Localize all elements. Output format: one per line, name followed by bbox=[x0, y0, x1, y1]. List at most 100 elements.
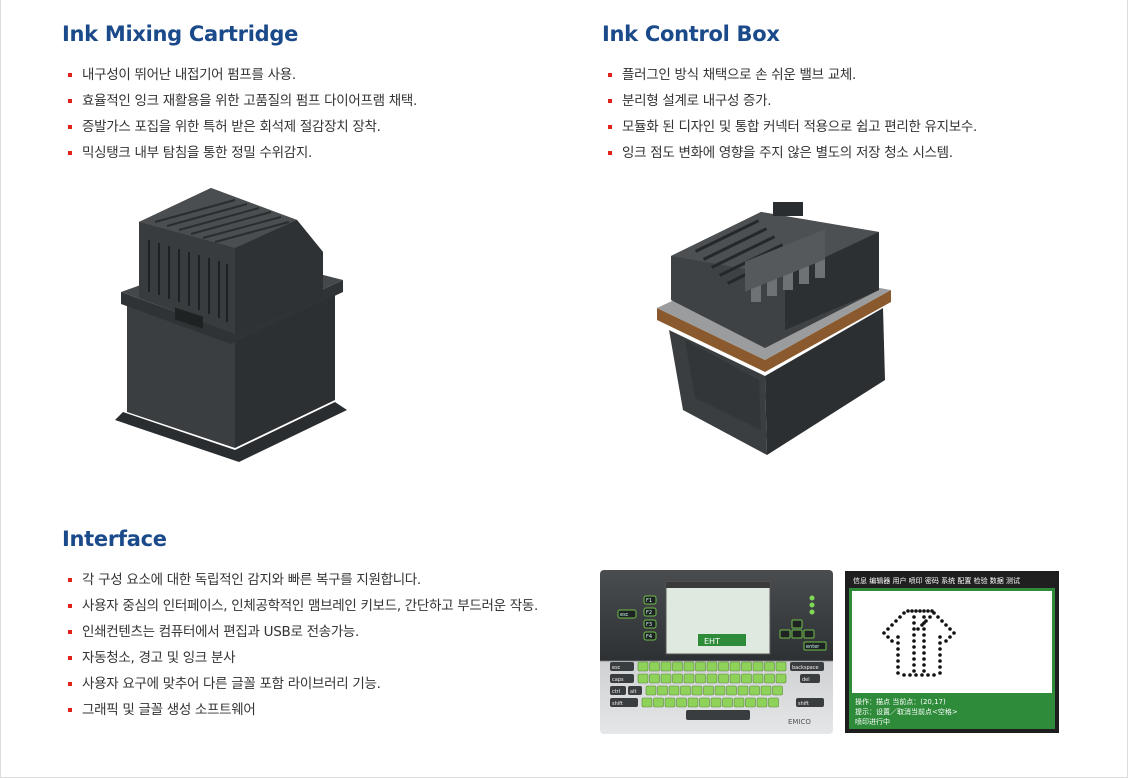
membrane-key[interactable] bbox=[691, 685, 703, 696]
membrane-key[interactable] bbox=[726, 685, 737, 696]
shift-key-label[interactable]: shift bbox=[612, 701, 623, 707]
shift-right-key-label[interactable]: shift bbox=[798, 701, 809, 707]
bullet-icon bbox=[68, 125, 72, 129]
list-item: 플러그인 방식 채택으로 손 쉬운 밸브 교체. bbox=[602, 62, 977, 88]
list-item: 내구성이 뛰어난 내접기어 펌프를 사용. bbox=[62, 62, 417, 88]
membrane-key[interactable] bbox=[683, 673, 695, 684]
membrane-key[interactable] bbox=[760, 685, 772, 696]
membrane-key[interactable] bbox=[775, 661, 787, 672]
membrane-key[interactable] bbox=[672, 661, 683, 672]
section-interface: Interface 각 구성 요소에 대한 독립적인 감지와 빠른 복구를 지원… bbox=[62, 527, 538, 723]
membrane-key[interactable] bbox=[768, 697, 779, 708]
membrane-key[interactable] bbox=[718, 673, 729, 684]
del-key-label[interactable]: del bbox=[802, 677, 810, 683]
membrane-key[interactable] bbox=[729, 673, 741, 684]
section-title: Ink Control Box bbox=[602, 22, 780, 46]
lcd-status-line-2: 提示：设置／取消当前点<空格> bbox=[855, 708, 958, 716]
membrane-key[interactable] bbox=[660, 673, 672, 684]
membrane-key[interactable] bbox=[645, 685, 657, 696]
membrane-key[interactable] bbox=[687, 697, 699, 708]
membrane-key[interactable] bbox=[695, 673, 706, 684]
lcd-display: 信息 编辑器 用户 喷印 密码 系统 配置 检验 数据 测试 bbox=[849, 575, 1055, 729]
esc-key-label[interactable]: esc bbox=[620, 612, 629, 618]
esc-key-label-2[interactable]: esc bbox=[612, 665, 621, 671]
membrane-key[interactable] bbox=[641, 697, 653, 708]
membrane-key[interactable] bbox=[775, 673, 787, 684]
membrane-key[interactable] bbox=[729, 661, 741, 672]
feature-list: 각 구성 요소에 대한 독립적인 감지와 빠른 복구를 지원합니다. 사용자 중… bbox=[62, 567, 538, 723]
membrane-key[interactable] bbox=[741, 661, 752, 672]
membrane-key[interactable] bbox=[706, 661, 718, 672]
section-ink-mixing-cartridge: Ink Mixing Cartridge 내구성이 뛰어난 내접기어 펌프를 사… bbox=[62, 22, 417, 166]
f1-key-label[interactable]: F1 bbox=[646, 598, 652, 604]
membrane-key[interactable] bbox=[741, 673, 752, 684]
ink-control-box-image bbox=[657, 202, 891, 455]
bullet-icon bbox=[68, 604, 72, 608]
membrane-key[interactable] bbox=[749, 685, 760, 696]
bullet-icon bbox=[608, 125, 612, 129]
membrane-key[interactable] bbox=[703, 685, 714, 696]
membrane-key[interactable] bbox=[649, 673, 660, 684]
bullet-icon bbox=[68, 73, 72, 77]
list-item: 증발가스 포집을 위한 특허 받은 회석제 절감장치 장착. bbox=[62, 114, 417, 140]
membrane-key[interactable] bbox=[668, 685, 680, 696]
backspace-key-label[interactable]: backspace bbox=[792, 665, 819, 671]
membrane-key[interactable] bbox=[745, 697, 756, 708]
membrane-key[interactable] bbox=[764, 661, 775, 672]
membrane-key[interactable] bbox=[660, 661, 672, 672]
list-item: 사용자 요구에 맞추어 다른 글꼴 포함 라이브러리 기능. bbox=[62, 671, 538, 697]
membrane-key[interactable] bbox=[764, 673, 775, 684]
membrane-key[interactable] bbox=[752, 661, 764, 672]
lcd-screen-image: 信息 编辑器 用户 喷印 密码 系统 配置 检验 数据 测试 bbox=[845, 571, 1059, 733]
f3-key-label[interactable]: F3 bbox=[646, 622, 652, 628]
bullet-icon bbox=[608, 73, 612, 77]
membrane-key[interactable] bbox=[714, 685, 726, 696]
list-item: 각 구성 요소에 대한 독립적인 감지와 빠른 복구를 지원합니다. bbox=[62, 567, 538, 593]
bullet-icon bbox=[68, 708, 72, 712]
membrane-key[interactable] bbox=[772, 685, 783, 696]
bullet-icon bbox=[68, 656, 72, 660]
list-item: 믹싱탱크 내부 탐침을 통한 정밀 수위감지. bbox=[62, 140, 417, 166]
membrane-key[interactable] bbox=[672, 673, 683, 684]
membrane-key[interactable] bbox=[695, 661, 706, 672]
bullet-icon bbox=[608, 151, 612, 155]
list-item: 그래픽 및 글꼴 생성 소프트웨어 bbox=[62, 697, 538, 723]
membrane-key[interactable] bbox=[733, 697, 745, 708]
bullet-icon bbox=[68, 578, 72, 582]
shirt-dot-icon bbox=[882, 609, 956, 677]
membrane-key[interactable] bbox=[664, 697, 676, 708]
list-item: 효율적인 잉크 재활용을 위한 고품질의 펌프 다이어프램 채택. bbox=[62, 88, 417, 114]
membrane-key[interactable] bbox=[653, 697, 664, 708]
f4-key-label[interactable]: F4 bbox=[646, 634, 652, 640]
membrane-key[interactable] bbox=[756, 697, 768, 708]
membrane-key[interactable] bbox=[680, 685, 691, 696]
ctrl-key-label[interactable]: ctrl bbox=[612, 689, 620, 695]
feature-list: 내구성이 뛰어난 내접기어 펌프를 사용. 효율적인 잉크 재활용을 위한 고품… bbox=[62, 62, 417, 166]
membrane-key[interactable] bbox=[706, 673, 718, 684]
membrane-key[interactable] bbox=[752, 673, 764, 684]
bullet-icon bbox=[68, 630, 72, 634]
membrane-key[interactable] bbox=[699, 697, 710, 708]
bullet-icon bbox=[68, 99, 72, 103]
membrane-key[interactable] bbox=[683, 661, 695, 672]
membrane-key[interactable] bbox=[722, 697, 733, 708]
caps-key-label[interactable]: caps bbox=[612, 677, 624, 683]
bullet-icon bbox=[68, 151, 72, 155]
membrane-key[interactable] bbox=[649, 661, 660, 672]
list-item: 잉크 점도 변화에 영향을 주지 않은 별도의 저장 청소 시스템. bbox=[602, 140, 977, 166]
f2-key-label[interactable]: F2 bbox=[646, 610, 652, 616]
membrane-key[interactable] bbox=[657, 685, 668, 696]
membrane-key[interactable] bbox=[637, 661, 649, 672]
feature-list: 플러그인 방식 채택으로 손 쉬운 밸브 교체. 분리형 설계로 내구성 증가.… bbox=[602, 62, 977, 166]
lcd-menu-bar: 信息 编辑器 用户 喷印 密码 系统 配置 检验 数据 测试 bbox=[849, 575, 1055, 588]
membrane-keypad-image: EHT F1 F2 F3 F4 esc enter esc caps ctrl … bbox=[600, 570, 833, 734]
enter-key-label[interactable]: enter bbox=[806, 644, 820, 650]
section-title: Ink Mixing Cartridge bbox=[62, 22, 299, 46]
membrane-key[interactable] bbox=[710, 697, 722, 708]
alt-key-label[interactable]: alt bbox=[630, 689, 636, 695]
membrane-key[interactable] bbox=[737, 685, 749, 696]
membrane-key[interactable] bbox=[718, 661, 729, 672]
membrane-key[interactable] bbox=[637, 673, 649, 684]
membrane-key[interactable] bbox=[676, 697, 687, 708]
list-item: 사용자 중심의 인터페이스, 인체공학적인 맴브레인 키보드, 간단하고 부드러… bbox=[62, 593, 538, 619]
